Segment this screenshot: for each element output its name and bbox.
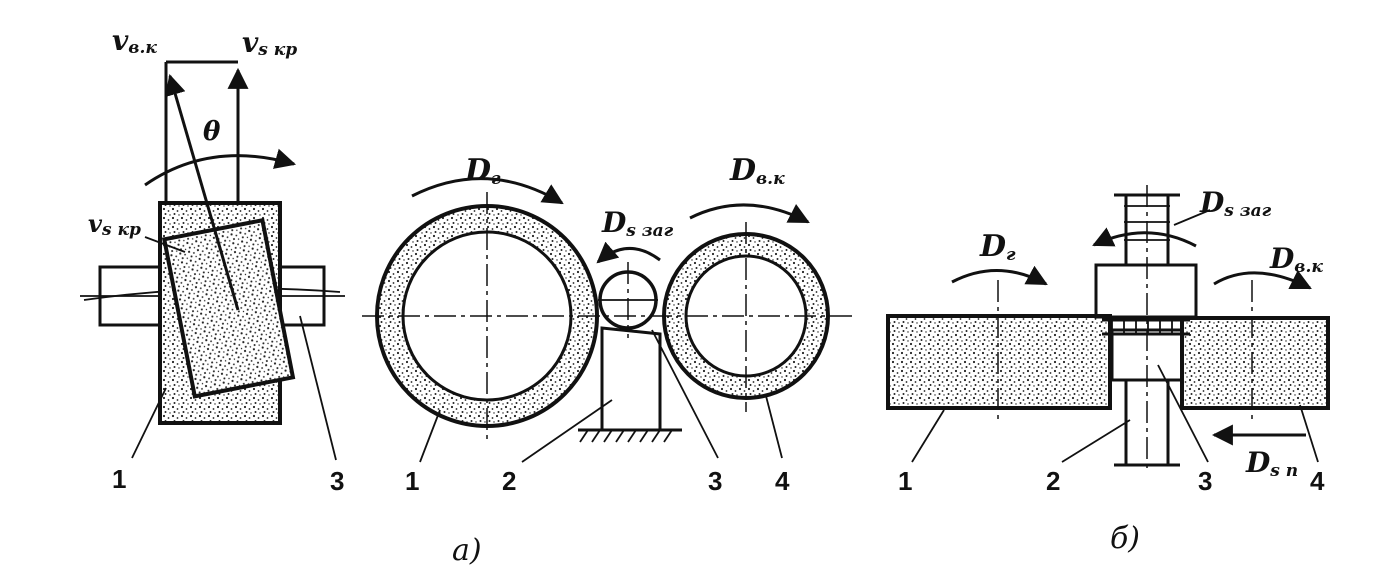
leader-work-b [1173, 209, 1211, 226]
label-2-top: 2 [1046, 466, 1060, 496]
label-3-top: 3 [1198, 466, 1212, 496]
label-v-axial-side: vs кр [88, 209, 141, 240]
caption-b: б) [1110, 521, 1140, 556]
label-D-work-b: Ds заг [1199, 186, 1272, 221]
work-rest [600, 326, 662, 430]
rotation-regulating-wheel-b [1213, 270, 1312, 290]
leader-2c [1061, 419, 1131, 463]
leader-4b [765, 395, 783, 459]
label-4-front: 4 [775, 466, 790, 496]
label-D-grind: Dг [464, 153, 501, 189]
rotation-regulating-wheel [689, 203, 810, 224]
label-theta: θ [203, 117, 221, 147]
v-wheel-arrow [165, 73, 240, 311]
leader-3a [299, 315, 337, 461]
label-4-top: 4 [1310, 466, 1325, 496]
label-v-wheel: vв.к [112, 24, 157, 58]
leader-2b [521, 399, 613, 463]
rotation-grinding-wheel-b [951, 265, 1048, 286]
leader-3b [651, 329, 719, 459]
label-3-side: 3 [330, 466, 344, 496]
label-1-side: 1 [112, 464, 126, 494]
leader-vs [144, 236, 186, 253]
top-view-b: Dг Ds заг Dв.к Ds п 1 2 3 4 [886, 185, 1330, 496]
rest-hatch [579, 429, 673, 443]
label-3-front: 3 [708, 466, 722, 496]
rotation-workpiece [596, 241, 661, 264]
side-view-a: vв.к vs кр θ vs кр 1 3 [80, 24, 345, 496]
rotation-workpiece-b [1092, 227, 1197, 248]
front-view-a: Dг Ds заг Dв.к 1 2 3 4 [362, 153, 852, 496]
leader-1c [911, 409, 945, 463]
regulating-wheel-top [1180, 316, 1330, 410]
label-v-axial-top: vs кр [242, 26, 297, 60]
theta-arc [144, 148, 297, 187]
label-D-drive: Dв.к [729, 153, 785, 189]
leader-1b [419, 409, 441, 463]
label-D-feed-b: Ds п [1245, 446, 1298, 481]
label-D-drive-b: Dв.к [1269, 242, 1323, 277]
grinding-wheel-top [886, 314, 1112, 410]
label-1-top: 1 [898, 466, 912, 496]
workpiece-top-body [1094, 263, 1198, 319]
leader-1a [131, 387, 167, 459]
workpiece-hatch [1111, 320, 1173, 334]
label-D-work: Ds заг [601, 206, 674, 241]
label-D-grind-b: Dг [979, 229, 1016, 265]
leader-4c [1299, 404, 1319, 463]
label-2-front: 2 [502, 466, 516, 496]
leader-3c [1157, 364, 1209, 463]
label-1-front: 1 [405, 466, 419, 496]
caption-a: а) [452, 533, 482, 568]
rotation-grinding-wheel [411, 177, 564, 205]
